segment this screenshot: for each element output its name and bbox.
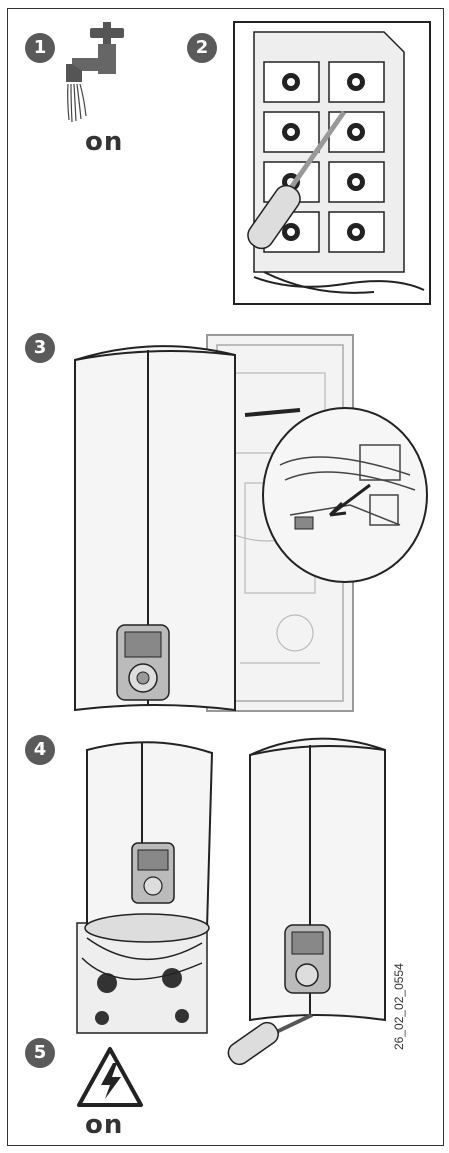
appliance-front-cover [74, 345, 236, 712]
instruction-panel [7, 8, 444, 1146]
water-on-label: on [85, 127, 124, 157]
high-voltage-warning-icon [77, 1047, 143, 1107]
terminal-block-illustration [233, 21, 431, 305]
step-5-badge: 5 [25, 1038, 55, 1068]
closed-appliance-illustration [227, 737, 386, 1066]
step-4-badge: 4 [25, 735, 55, 765]
power-on-label: on [85, 1110, 124, 1140]
document-id: 26_02_02_0554 [392, 963, 406, 1050]
step-3-badge: 3 [25, 333, 55, 363]
step-2-badge: 2 [187, 33, 217, 63]
water-tap-icon [66, 22, 124, 123]
cover-tilting-illustration [76, 741, 214, 1034]
step-1-badge: 1 [25, 33, 55, 63]
connector-detail-magnifier [244, 407, 428, 583]
